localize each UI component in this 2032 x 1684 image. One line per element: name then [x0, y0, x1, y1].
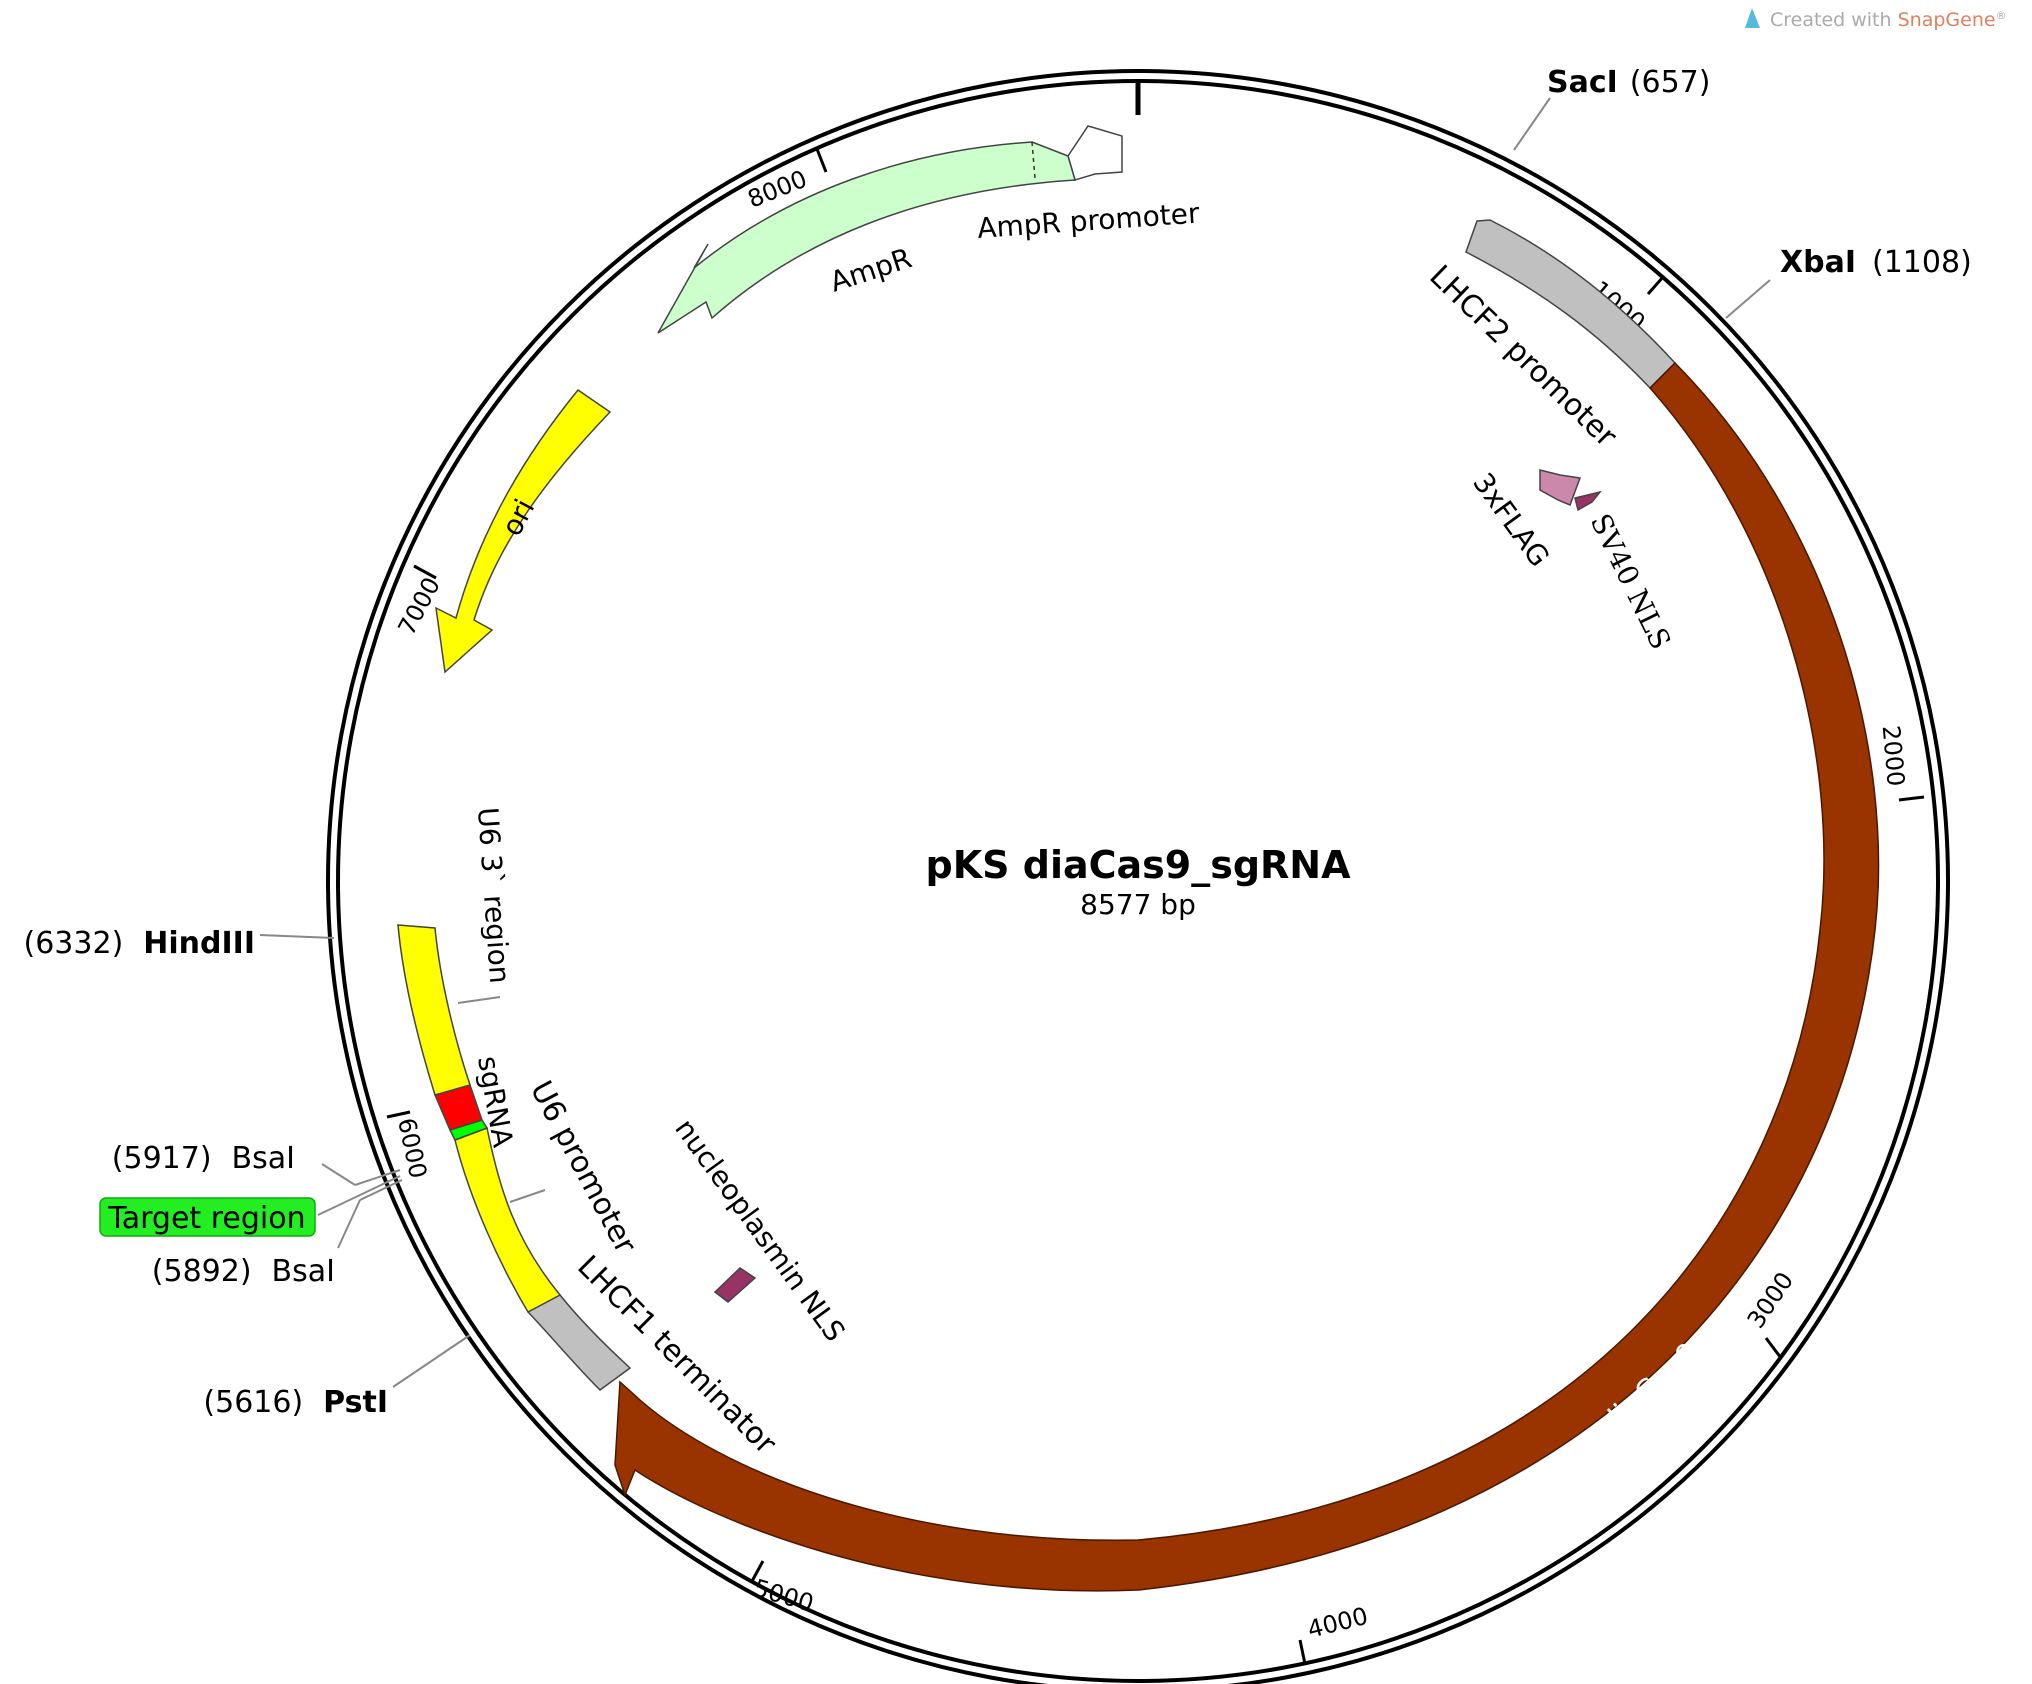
site-saci-pos: (657) [1630, 65, 1711, 100]
target-region-label: Target region [107, 1201, 305, 1236]
connector-u6-promoter [509, 1189, 546, 1203]
watermark-reg: ® [1996, 9, 2007, 22]
plasmid-length: 8577 bp [1080, 888, 1196, 921]
snapgene-logo-icon [1745, 8, 1760, 28]
feature-lhcf1-terminator [527, 1278, 632, 1391]
tick-label-4000: 4000 [1305, 1602, 1371, 1644]
tick-6000 [386, 1110, 411, 1119]
site-psti-line [392, 1334, 471, 1388]
site-bsai-5917-label: (5917) BsaI [112, 1141, 295, 1176]
site-xbai-line [1725, 279, 1771, 319]
restriction-sites: SacI (657) XbaI (1108) (6332) HindIII (5917… [24, 65, 1972, 1420]
feature-ampr-promoter [1067, 125, 1123, 181]
feature-connectors [457, 996, 546, 1203]
feature-u6-3-region [397, 924, 471, 1096]
scale-ticks [386, 81, 1925, 1665]
tick-3000 [1764, 1337, 1783, 1359]
tick-8000 [815, 148, 828, 173]
site-hindiii-pos: (6332) [24, 926, 124, 961]
plasmid-title: pKS diaCas9_sgRNA [926, 843, 1352, 887]
feature-nucleoplasmin-nls [713, 1267, 757, 1303]
watermark-brand: SnapGene [1898, 9, 1996, 31]
site-bsai-5917-line2 [354, 1169, 401, 1186]
site-xbai: XbaI (1108) [1725, 245, 1972, 319]
site-bsai-5892-pos: (5892) [152, 1254, 252, 1289]
label-ampr-promoter: AmpR promoter [976, 197, 1201, 245]
site-hindiii: (6332) HindIII [24, 926, 335, 961]
backbone-outer-ring [326, 69, 1950, 1684]
site-saci-name: SacI [1547, 65, 1618, 100]
watermark: Created with SnapGene® [1770, 9, 2007, 31]
site-psti: (5616) PstI [203, 1334, 471, 1420]
tick-2000 [1898, 795, 1925, 802]
feature-3xflag [1539, 469, 1582, 506]
site-saci-label: SacI (657) [1547, 65, 1710, 100]
site-psti-pos: (5616) [203, 1385, 303, 1420]
site-bsai-5892-line2 [359, 1179, 403, 1201]
feature-lhcf2-promoter [1465, 219, 1677, 390]
site-saci-line [1513, 97, 1551, 151]
tick-label-3000: 3000 [1742, 1267, 1799, 1333]
site-hindiii-label: (6332) HindIII [24, 926, 255, 961]
label-u6-promoter: U6 promoter [523, 1075, 643, 1260]
site-bsai-5917-line [321, 1163, 356, 1186]
site-xbai-name: XbaI [1780, 245, 1856, 280]
tick-label-2000: 2000 [1877, 724, 1910, 787]
connector-u6-3-region [457, 996, 501, 1004]
feature-diacas9 [614, 361, 1880, 1592]
site-psti-name: PstI [323, 1385, 388, 1420]
site-bsai-5892-label: (5892) BsaI [152, 1254, 335, 1289]
label-nucleoplasmin-nls: nucleoplasmin NLS [668, 1113, 851, 1348]
label-u6-3-region: U6 3` region [471, 806, 516, 984]
tick-1000 [1646, 276, 1665, 295]
site-bsai-5917: (5917) BsaI [112, 1141, 401, 1186]
site-bsai-5892-line [337, 1199, 361, 1249]
target-region-box [99, 1197, 316, 1237]
feature-ampr [657, 141, 1076, 334]
target-region-line [317, 1175, 401, 1216]
feature-ori [435, 388, 612, 674]
site-hindiii-line [259, 934, 335, 939]
features [397, 125, 1880, 1592]
label-ampr: AmpR [826, 241, 916, 298]
feature-sv40-nls [1574, 490, 1602, 512]
tick-label-7000: 7000 [393, 573, 446, 640]
tick-4000 [1298, 1639, 1307, 1665]
feature-u6-promoter [454, 1126, 562, 1313]
site-psti-label: (5616) PstI [203, 1385, 388, 1420]
watermark-prefix: Created with [1770, 9, 1898, 31]
ampr-promoter-junction [1031, 141, 1036, 179]
site-bsai-5892: (5892) BsaI [152, 1179, 403, 1289]
site-bsai-5917-pos: (5917) [112, 1141, 212, 1176]
label-sv40-nls: SV40 NLS [1584, 509, 1678, 655]
target-region-label-group: Target region [99, 1175, 401, 1237]
site-bsai-5917-name: BsaI [232, 1141, 295, 1176]
tick-7000 [413, 564, 437, 580]
feature-labels: AmpR promoter AmpR ori LHCF2 promoter di… [471, 197, 1706, 1462]
site-saci: SacI (657) [1513, 65, 1710, 151]
tick-5000 [749, 1560, 765, 1584]
site-xbai-label: XbaI (1108) [1780, 245, 1972, 280]
site-bsai-5892-name: BsaI [272, 1254, 335, 1289]
site-xbai-pos: (1108) [1872, 245, 1972, 280]
site-hindiii-name: HindIII [143, 926, 255, 961]
